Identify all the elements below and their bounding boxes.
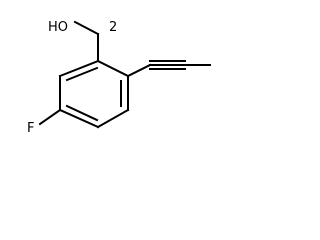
- bond-ch2-to-oh: [73, 20, 100, 36]
- fluorine-label: F: [27, 121, 34, 136]
- ring-bond-top-left: [58, 59, 100, 78]
- benzene-ring: [58, 59, 130, 129]
- hydroxyl-label: HO: [48, 20, 68, 35]
- bond-ring-to-ethynyl: [126, 63, 152, 78]
- ring-bond-bottom-right: [96, 108, 130, 129]
- ring-bond-top-right: [96, 59, 130, 78]
- bond-ring-to-fluorine: [38, 108, 62, 126]
- structure-diagram: HO 2 F: [27, 20, 211, 136]
- ring-double-bond-top-left: [65, 66, 99, 82]
- methylene-subscript: 2: [109, 20, 117, 35]
- triple-bond: [149, 60, 186, 70]
- ring-double-bond-bottom-left: [65, 104, 99, 122]
- ring-bond-bottom-left: [58, 108, 100, 129]
